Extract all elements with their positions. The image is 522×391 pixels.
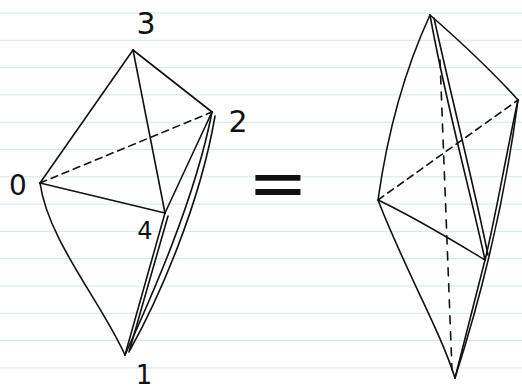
- hidden-edge: [40, 112, 212, 183]
- ruled-line: [0, 231, 522, 232]
- vertex-label: 3: [136, 9, 155, 39]
- edge-line: [378, 15, 430, 200]
- edge-line: [133, 50, 165, 213]
- edge-line: [125, 112, 212, 355]
- ruled-line: [0, 340, 522, 341]
- edge-line: [455, 260, 485, 378]
- vertex-label: 1: [136, 362, 153, 388]
- vertex-label: 0: [9, 172, 27, 200]
- edge-line: [434, 18, 488, 255]
- left-bipyramid: [40, 50, 215, 355]
- ruled-line: [0, 122, 522, 123]
- ruled-line: [0, 367, 522, 368]
- vertex-label: 4: [137, 219, 152, 243]
- edge-line: [430, 15, 485, 260]
- edge-line: [378, 200, 455, 378]
- ruled-line: [0, 286, 522, 287]
- hidden-edge: [378, 100, 518, 200]
- edge-line: [455, 100, 518, 378]
- edge-line: [125, 213, 165, 355]
- hidden-edge: [440, 60, 452, 370]
- edge-line: [485, 100, 518, 260]
- ruled-line: [0, 13, 522, 14]
- vertex-label: 2: [228, 107, 247, 137]
- right-bipyramid: [378, 15, 518, 378]
- edge-line: [133, 50, 212, 112]
- edge-line: [378, 200, 485, 260]
- equals-sign: =: [248, 146, 308, 218]
- ruled-line: [0, 94, 522, 95]
- ruled-line: [0, 313, 522, 314]
- edge-line: [130, 116, 215, 350]
- edge-line: [40, 183, 165, 213]
- edge-line: [40, 183, 125, 355]
- ruled-line: [0, 258, 522, 259]
- ruled-line: [0, 67, 522, 68]
- notebook-lines: [0, 13, 522, 368]
- ruled-line: [0, 40, 522, 41]
